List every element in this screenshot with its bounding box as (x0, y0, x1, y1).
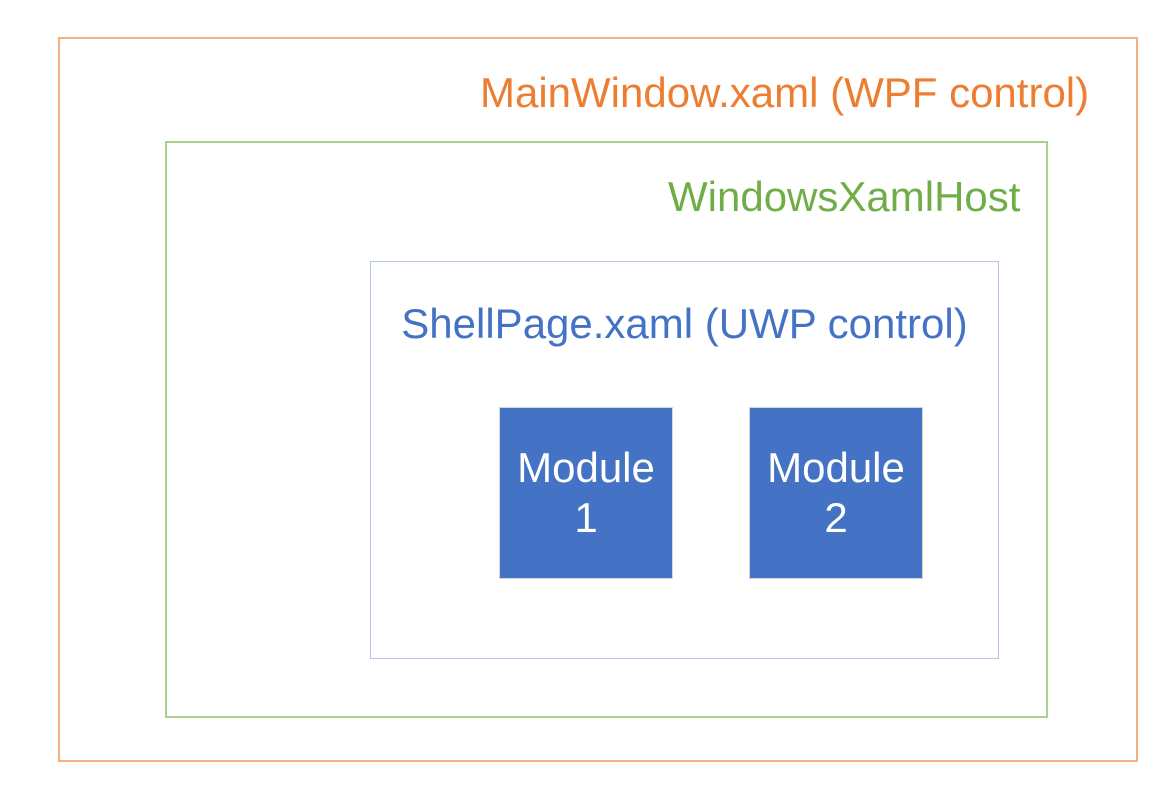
module-2-box: Module 2 (749, 407, 923, 579)
module-2-label-line-2: 2 (824, 494, 848, 541)
module-1-label-line-1: Module (517, 444, 655, 491)
module-1-label-line-2: 1 (574, 494, 598, 541)
mainwindow-wpf-label: MainWindow.xaml (WPF control) (480, 69, 1090, 116)
module-1-box: Module 1 (499, 407, 673, 579)
shellpage-uwp-box: ShellPage.xaml (UWP control) Module 1 Mo… (370, 261, 999, 659)
shellpage-uwp-label: ShellPage.xaml (UWP control) (401, 300, 968, 347)
module-2-label-line-1: Module (767, 444, 905, 491)
windows-xaml-host-box: WindowsXamlHost ShellPage.xaml (UWP cont… (165, 141, 1048, 718)
mainwindow-wpf-box: MainWindow.xaml (WPF control) WindowsXam… (58, 37, 1138, 762)
windows-xaml-host-label: WindowsXamlHost (668, 173, 1021, 220)
